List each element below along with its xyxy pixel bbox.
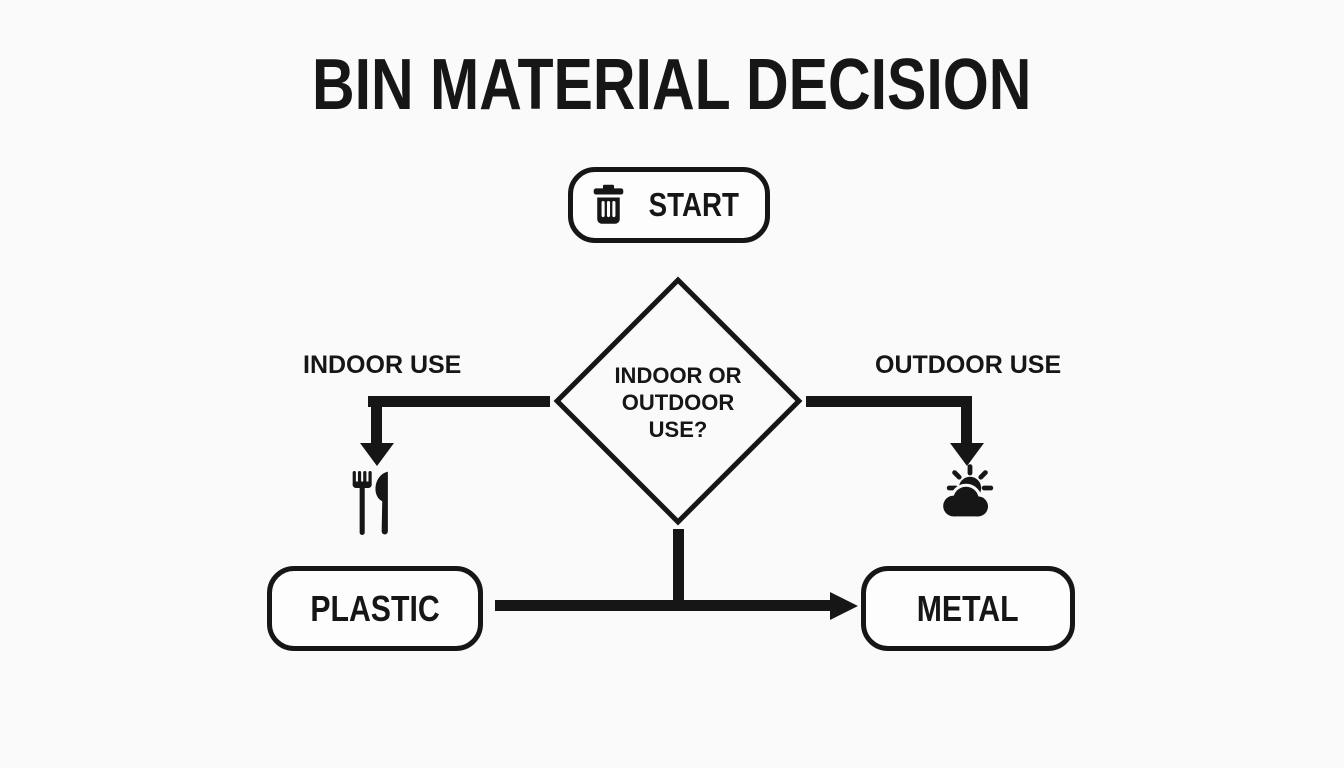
sun-cloud-icon	[940, 464, 994, 520]
fork-knife-icon	[352, 471, 388, 535]
connector-bottom-horizontal	[495, 600, 831, 611]
connector-right-vertical	[961, 396, 972, 445]
arrowhead-bottom-right	[830, 592, 858, 620]
plastic-node: PLASTIC	[267, 566, 483, 651]
plastic-label: PLASTIC	[310, 587, 440, 629]
connector-right-horizontal	[806, 396, 972, 407]
start-label: START	[648, 186, 740, 223]
decision-label: INDOOR OR OUTDOOR USE?	[614, 363, 742, 442]
connector-left-horizontal	[368, 396, 550, 407]
connector-left-vertical	[371, 396, 382, 445]
branch-label-outdoor: OUTDOOR USE	[875, 351, 1062, 379]
start-node: START	[568, 167, 770, 243]
page-title: BIN MATERIAL DECISION	[0, 49, 1344, 121]
connector-bottom-vertical	[673, 529, 684, 607]
arrowhead-right-down	[950, 443, 984, 466]
metal-label: METAL	[917, 587, 1019, 629]
metal-node: METAL	[861, 566, 1075, 651]
arrowhead-left-down	[360, 443, 394, 466]
page-title-text: BIN MATERIAL DECISION	[312, 45, 1032, 125]
branch-label-indoor: INDOOR USE	[303, 351, 462, 379]
trash-icon	[593, 184, 624, 224]
